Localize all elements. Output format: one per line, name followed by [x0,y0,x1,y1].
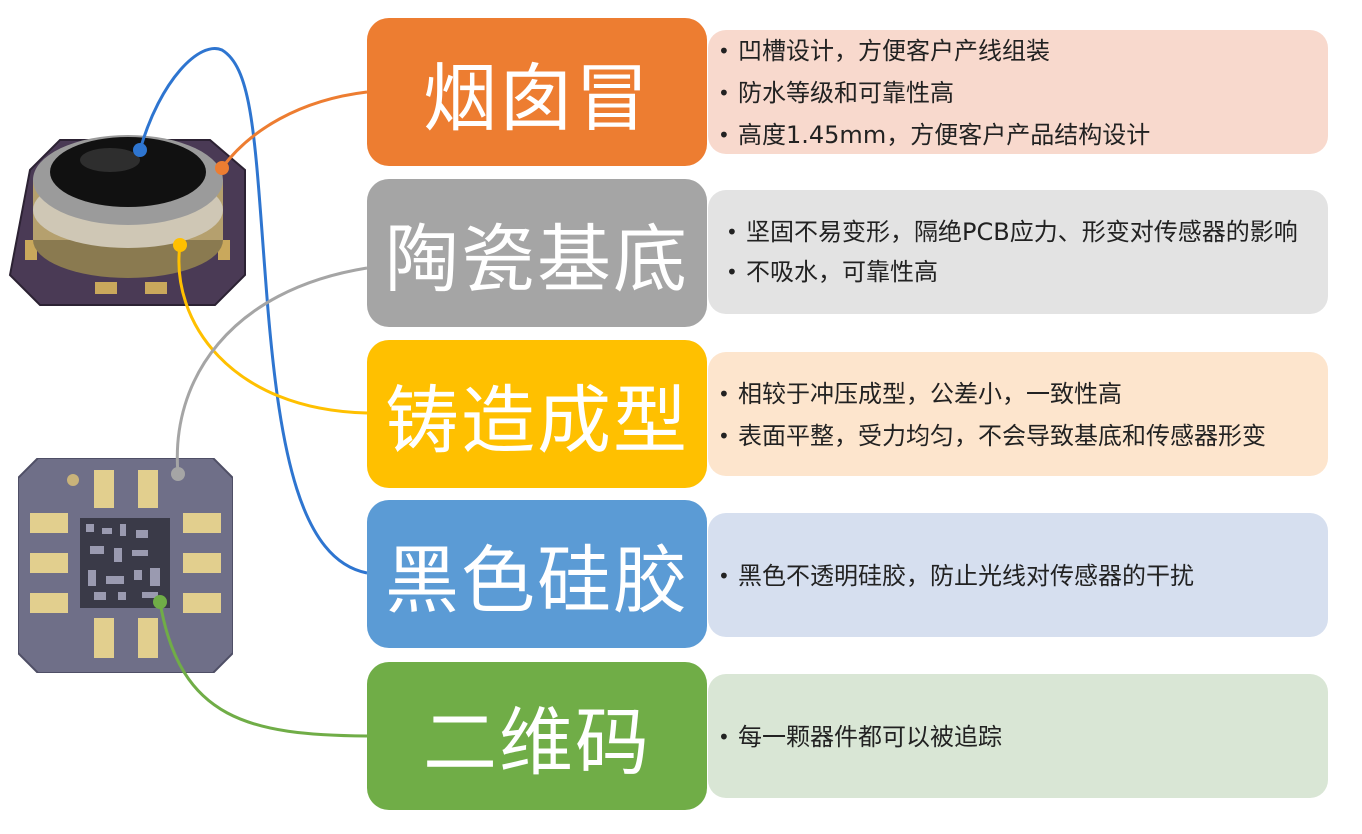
bullet-item: 每一颗器件都可以被追踪 [718,716,1310,758]
pressure-sensor-bottom-icon [18,458,233,673]
bullet-item: 防水等级和可靠性高 [718,72,1310,114]
row-2-description: 坚固不易变形，隔绝PCB应力、形变对传感器的影响 不吸水，可靠性高 [708,190,1328,314]
row-5-label: 二维码 [367,662,707,810]
row-4-description: 黑色不透明硅胶，防止光线对传感器的干扰 [708,513,1328,637]
row-1-description: 凹槽设计，方便客户产线组装 防水等级和可靠性高 高度1.45mm，方便客户产品结… [708,30,1328,156]
row-3-label: 铸造成型 [367,340,707,488]
pressure-sensor-top-icon [8,135,246,306]
bullet-item: 表面平整，受力均匀，不会导致基底和传感器形变 [718,415,1310,457]
bullet-item: 黑色不透明硅胶，防止光线对传感器的干扰 [718,555,1310,597]
bullet-item: 不吸水，可靠性高 [726,251,1310,293]
bullet-item: 坚固不易变形，隔绝PCB应力、形变对传感器的影响 [726,213,1310,251]
row-4-label: 黑色硅胶 [367,500,707,648]
row-5-description: 每一颗器件都可以被追踪 [708,674,1328,798]
bullet-item: 相较于冲压成型，公差小，一致性高 [718,373,1310,415]
row-3-description: 相较于冲压成型，公差小，一致性高 表面平整，受力均匀，不会导致基底和传感器形变 [708,352,1328,476]
bullet-item: 凹槽设计，方便客户产线组装 [718,30,1310,72]
bullet-item: 高度1.45mm，方便客户产品结构设计 [718,114,1310,156]
row-1-label: 烟囱冒 [367,18,707,166]
row-2-label: 陶瓷基底 [367,179,707,327]
